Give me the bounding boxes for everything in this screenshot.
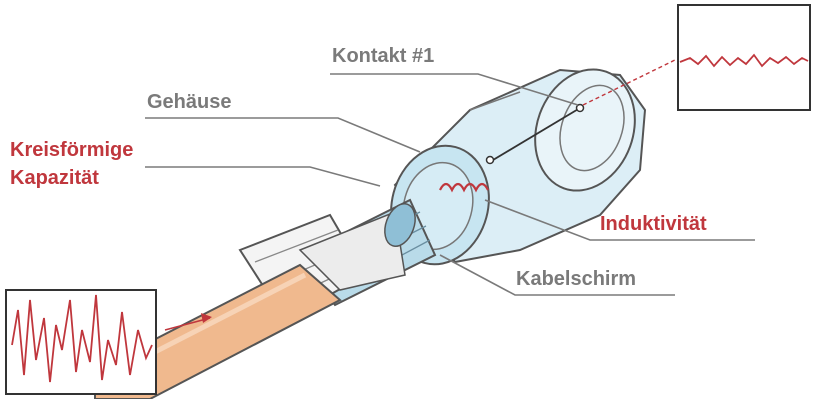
label-gehaeuse: Gehäuse xyxy=(147,90,231,114)
label-kabelschirm: Kabelschirm xyxy=(516,267,636,291)
label-induktivitaet: Induktivität xyxy=(600,212,707,236)
label-kontakt: Kontakt #1 xyxy=(332,44,434,68)
label-kreisfoermige: Kreisförmige xyxy=(10,138,133,162)
input-signal-plot xyxy=(6,290,156,394)
output-signal-plot xyxy=(678,5,810,110)
label-kapazitaet: Kapazität xyxy=(10,166,99,190)
leader-gehaeuse xyxy=(145,118,420,152)
leader-kreis xyxy=(145,167,380,186)
